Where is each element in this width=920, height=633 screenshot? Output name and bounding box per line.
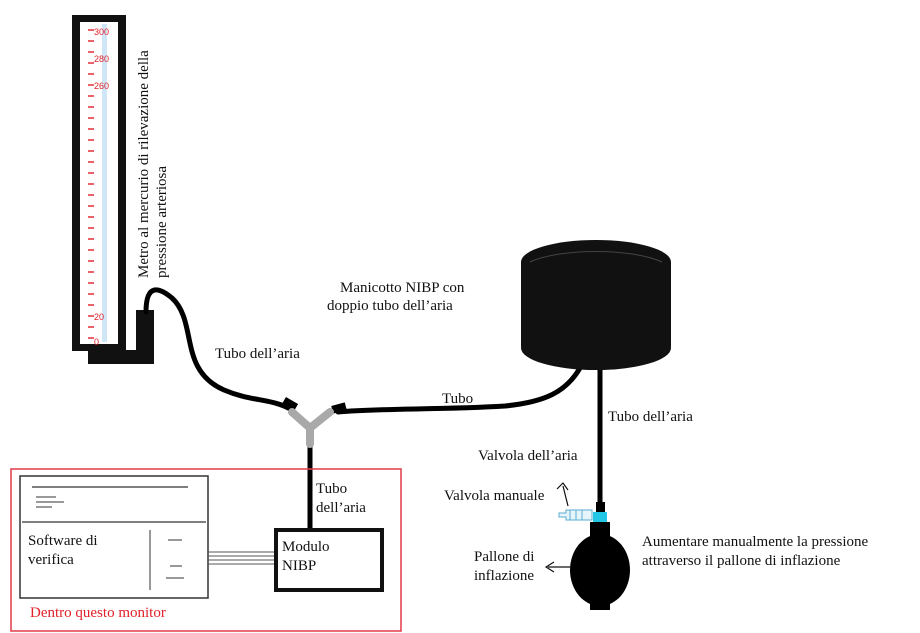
gauge-tick-label: 0 (94, 337, 99, 347)
manual-valve-arrowhead (556, 482, 569, 491)
air-tubing (143, 287, 603, 533)
bulb-label-line-1: Pallone di (474, 549, 534, 565)
data-cable (208, 551, 276, 565)
gauge-label: Metro al mercurio di rilevazione della p… (136, 50, 170, 278)
tube-label-left: Tubo dell’aria (215, 346, 300, 362)
module-label-line-1: Modulo (282, 539, 330, 555)
tube-connector-to-cuff (335, 365, 583, 415)
gauge-label-line-1: Metro al mercurio di rilevazione della (136, 50, 152, 278)
cuff-label-line-1: Manicotto NIBP con (340, 280, 465, 296)
mercury-column (102, 24, 107, 342)
gauge-scale-panel (80, 22, 118, 344)
nibp-cuff (521, 240, 671, 370)
tube-label-right: Tubo dell’aria (608, 409, 693, 425)
cuff-label-line-2: doppio tubo dell’aria (327, 298, 453, 314)
module-label-line-2: NIBP (282, 558, 316, 574)
gauge-tick-marks (88, 29, 94, 339)
bulb-label-line-2: inflazione (474, 568, 534, 584)
valve-coupling (593, 512, 607, 522)
tube-label-middle: Tubo (442, 391, 473, 407)
inflation-assembly (558, 502, 630, 610)
mercury-gauge: 300 280 260 20 0 (72, 15, 154, 364)
tube-gauge-to-connector (143, 287, 295, 413)
inflate-label-line-1: Aumentare manualmente la pressione (642, 534, 869, 550)
gauge-tick-label: 300 (94, 27, 109, 37)
annotation-arrows (544, 482, 570, 573)
software-label-line-1: Software di (28, 533, 98, 549)
tube-collar-right (331, 402, 347, 414)
gauge-label-line-2: pressione arteriosa (154, 166, 170, 278)
inflation-bulb (570, 534, 630, 606)
gauge-tick-label: 20 (94, 312, 104, 322)
manual-valve-arrow (562, 485, 569, 507)
air-valve (596, 502, 605, 512)
tube-collar-left (281, 397, 299, 411)
monitor-caption: Dentro questo monitor (30, 605, 166, 621)
manual-valve-label: Valvola manuale (444, 488, 545, 504)
bulb-tail (590, 600, 610, 610)
monitor-outline (10, 468, 402, 632)
y-connector (288, 408, 334, 448)
gauge-tick-label: 280 (94, 54, 109, 64)
bulb-arrowhead (544, 561, 555, 573)
inflate-label-line-2: attraverso il pallone di inflazione (642, 553, 841, 569)
nibp-module (274, 528, 384, 592)
air-valve-label: Valvola dell’aria (478, 448, 578, 464)
gauge-outlet (136, 310, 154, 354)
software-label-line-2: verifica (28, 552, 74, 568)
gauge-tick-label: 260 (94, 81, 109, 91)
tube-label-module-line-2: dell’aria (316, 500, 366, 516)
tube-label-module-line-1: Tubo (316, 481, 347, 497)
software-panel (19, 475, 209, 599)
